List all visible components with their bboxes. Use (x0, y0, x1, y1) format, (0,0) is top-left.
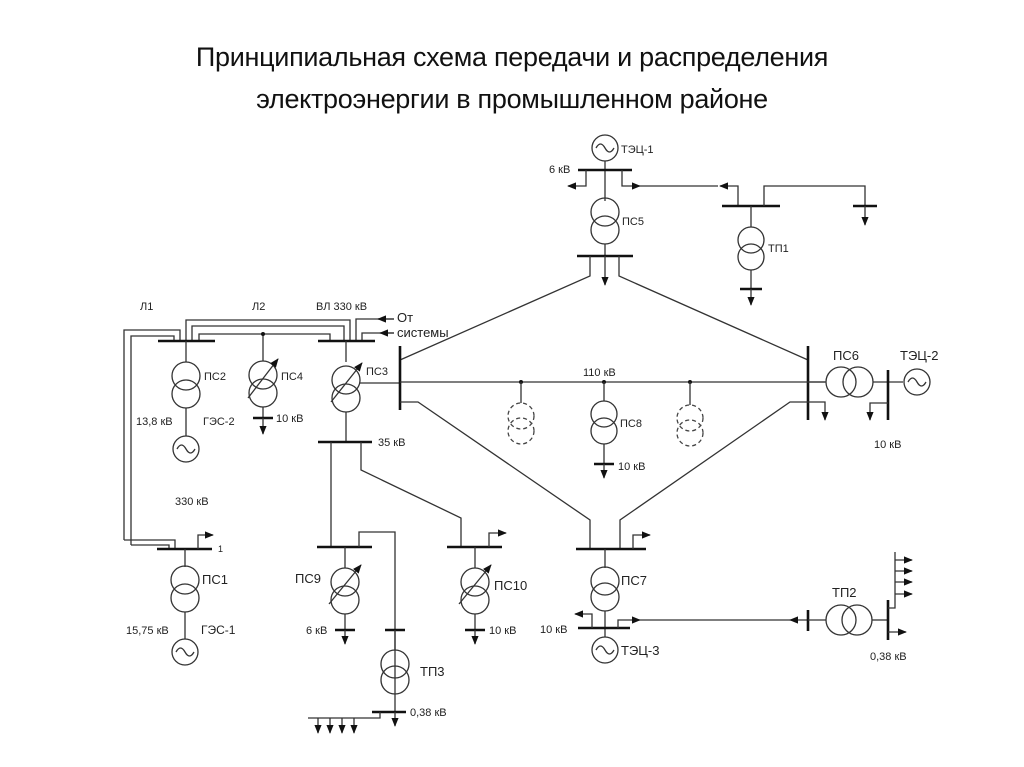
ps5-label: ПС5 (622, 216, 644, 228)
tp2-transformer (825, 604, 873, 636)
ps2-voltage-label: 13,8 кВ (136, 416, 173, 428)
ps3-transformer (330, 362, 363, 413)
ps5-transformer (590, 197, 620, 245)
bus-110kv-label: 110 кВ (583, 367, 616, 379)
line-l2-label: Л2 (252, 301, 265, 313)
future-transformer-right (676, 404, 704, 447)
tp1-transformer (737, 226, 765, 271)
ps1-label: ПС1 (202, 572, 228, 587)
line-ps5-ps6 (618, 256, 809, 361)
tec1-label: ТЭЦ-1 (621, 144, 654, 156)
ges2-label: ГЭС-2 (203, 416, 235, 428)
feeder-arrow (567, 170, 587, 190)
tec1-generator (591, 134, 619, 162)
ps3-label: ПС3 (366, 366, 388, 378)
ps9-label: ПС9 (295, 571, 321, 586)
tec1-voltage-label: 6 кВ (549, 164, 570, 176)
ps1-voltage-label: 15,75 кВ (126, 625, 169, 637)
tec2-generator (903, 368, 931, 396)
page-title: Принципиальная схема передачи и распреде… (0, 36, 1024, 120)
ps4-transformer (247, 358, 279, 408)
ps6-transformer (825, 366, 874, 398)
ps8-voltage-label: 10 кВ (618, 461, 645, 473)
ps8-transformer (590, 400, 618, 445)
ps8-label: ПС8 (620, 418, 642, 430)
tp1-label: ТП1 (768, 243, 789, 255)
tp3-transformer (380, 649, 410, 695)
ps2-label: ПС2 (204, 371, 226, 383)
from-system-label-1: От (397, 310, 413, 325)
ps3-voltage-label: 35 кВ (378, 437, 405, 449)
tec3-generator (591, 636, 619, 664)
vl330-label: ВЛ 330 кВ (316, 301, 367, 313)
feeder-arrow (621, 170, 641, 190)
line-l1-label: Л1 (140, 301, 153, 313)
ps10-label: ПС10 (494, 578, 527, 593)
sine-icon (175, 647, 195, 657)
tp3-voltage-label: 0,38 кВ (410, 707, 447, 719)
ps9-transformer (328, 564, 362, 615)
ps7-label: ПС7 (621, 573, 647, 588)
ps9-voltage-label: 6 кВ (306, 625, 327, 637)
ps4-label: ПС4 (281, 371, 303, 383)
tp3-label: ТП3 (420, 664, 445, 679)
tec3-voltage-label: 10 кВ (540, 624, 567, 636)
tec2-voltage-label: 10 кВ (874, 439, 901, 451)
ps7-transformer (590, 566, 620, 612)
ges2-generator (172, 435, 200, 463)
tp2-voltage-label: 0,38 кВ (870, 651, 907, 663)
sine-icon (595, 645, 615, 655)
sine-icon (176, 444, 196, 454)
future-transformer-left (507, 402, 535, 445)
title-line-2: электроэнергии в промышленном районе (256, 84, 768, 114)
ps10-voltage-label: 10 кВ (489, 625, 516, 637)
tec3-label: ТЭЦ-3 (621, 643, 659, 658)
sine-icon (907, 377, 927, 387)
tp2-label: ТП2 (832, 585, 857, 600)
line-330kv-label: 330 кВ (175, 496, 209, 508)
ps1-outlet-label: 1 (218, 544, 223, 554)
ps10-transformer (458, 564, 492, 615)
sine-icon (595, 143, 615, 153)
ges1-generator (171, 638, 199, 666)
from-system-label-2: системы (397, 325, 449, 340)
ges1-label: ГЭС-1 (201, 623, 236, 637)
title-line-1: Принципиальная схема передачи и распреде… (195, 42, 829, 72)
tec2-label: ТЭЦ-2 (900, 348, 938, 363)
ps1-transformer (170, 565, 200, 613)
ps6-label: ПС6 (833, 348, 859, 363)
line-ps5-ps3 (399, 256, 591, 361)
ps4-voltage-label: 10 кВ (276, 413, 303, 425)
ps2-transformer (171, 361, 201, 409)
